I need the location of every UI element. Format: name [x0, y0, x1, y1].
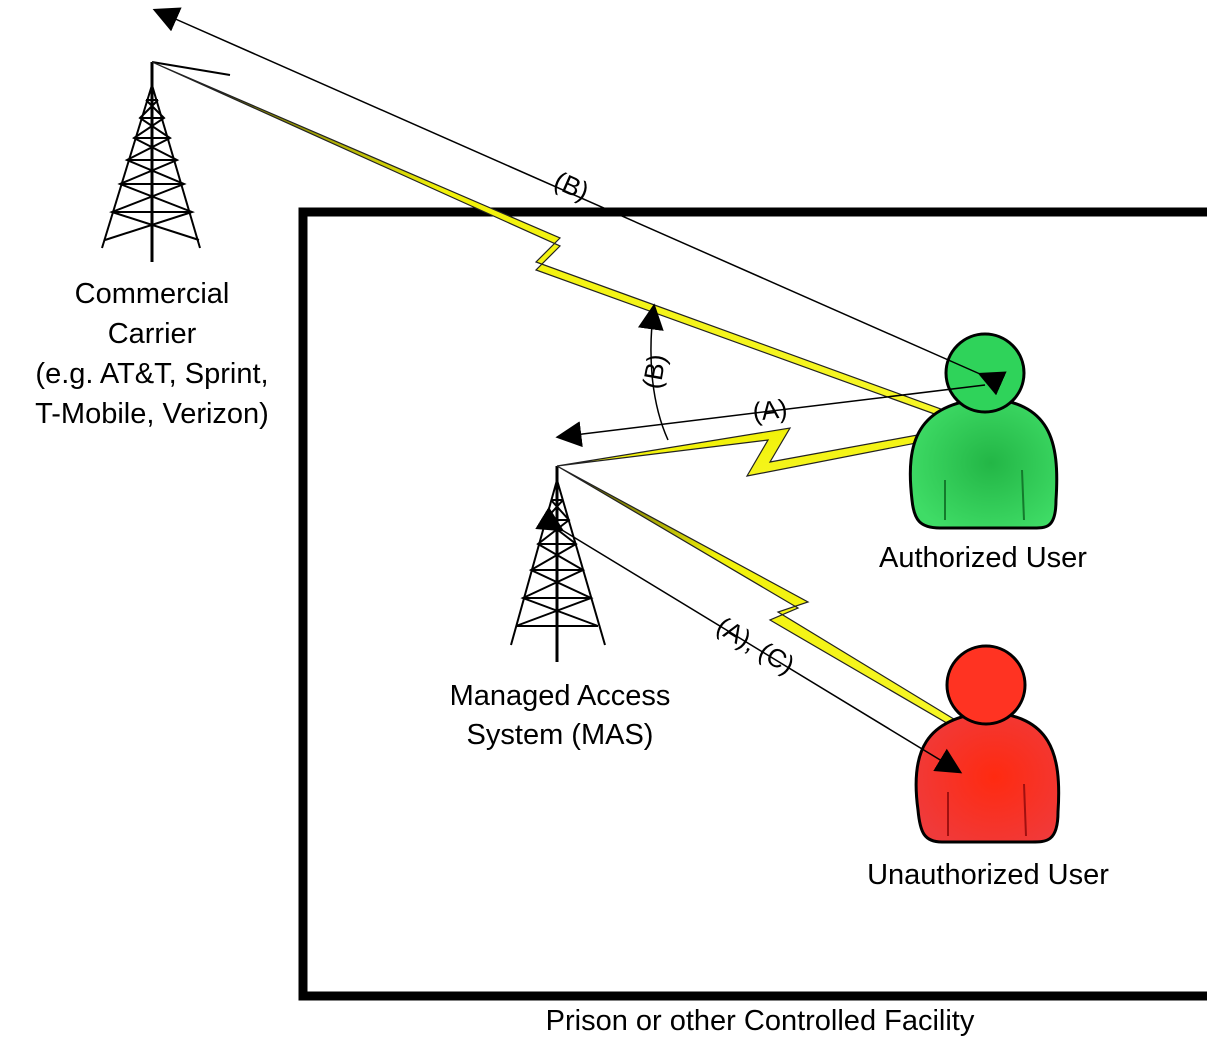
authorized-user-icon: [908, 332, 1059, 530]
path-ac-arrow-line: [535, 506, 963, 774]
path-label-b-arc: (B): [636, 352, 672, 391]
svg-text:Commercial: Commercial: [75, 278, 230, 310]
unauthorized-user-icon: [914, 644, 1061, 844]
svg-text:T-Mobile, Verizon): T-Mobile, Verizon): [35, 398, 269, 430]
unauthorized-user-label: Unauthorized User: [867, 859, 1109, 891]
path-label-a-mid: (A): [751, 393, 789, 427]
svg-text:Carrier: Carrier: [108, 318, 197, 350]
carrier-caption: Commercial Carrier (e.g. AT&T, Sprint, T…: [35, 278, 269, 430]
path-a-arrow-line: [555, 384, 986, 448]
signal-bolt-carrier: [151, 61, 987, 430]
carrier-tower-icon: [101, 61, 231, 262]
path-b-arc: [637, 303, 669, 441]
path-b-arrow-line: [152, 7, 1007, 396]
svg-text:Managed Access: Managed Access: [450, 680, 671, 712]
mas-tower-icon: [510, 466, 606, 662]
facility-caption: Prison or other Controlled Facility: [546, 1005, 975, 1037]
svg-text:(e.g. AT&T, Sprint,: (e.g. AT&T, Sprint,: [35, 358, 268, 390]
svg-text:System (MAS): System (MAS): [467, 719, 654, 751]
mas-caption: Managed Access System (MAS): [450, 680, 671, 751]
authorized-user-label: Authorized User: [879, 542, 1087, 574]
